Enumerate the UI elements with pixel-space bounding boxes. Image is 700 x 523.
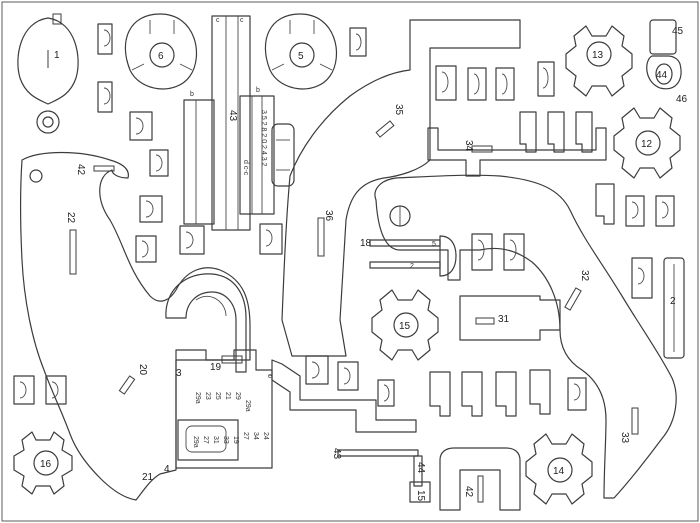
label-20: 20: [137, 364, 148, 376]
part-15: 15: [371, 289, 439, 361]
part-5: 5: [264, 13, 338, 90]
label-2-rail: 2: [410, 263, 414, 270]
label-45: 45: [672, 26, 684, 37]
label-4-left: 4: [164, 464, 170, 475]
label-13: 13: [592, 50, 604, 61]
label-44-bar: 44: [415, 462, 426, 474]
long-strips: b b c c 43 d c-c 3 5 2 8 2 0 2 4 3 2: [183, 15, 275, 231]
stack-m: 27: [202, 436, 209, 444]
stack-g: 27: [242, 432, 249, 440]
label-19: 19: [210, 362, 222, 373]
label-14: 14: [553, 466, 565, 477]
part-18-rails: 18 5 2: [360, 205, 457, 277]
part-34-frame: 34: [427, 127, 607, 177]
label-3: 3: [176, 368, 182, 379]
label-1: 1: [54, 50, 60, 61]
tag-c-2: c: [240, 17, 244, 24]
label-16: 16: [40, 459, 52, 470]
part-1: 1: [17, 13, 79, 134]
small-tabs-mid: [305, 355, 395, 407]
part-14-gear: 14: [525, 433, 593, 505]
label-15: 15: [399, 321, 411, 332]
part-42-u: 42: [439, 447, 521, 511]
label-18: 18: [360, 238, 372, 249]
part-20: 20 21 4: [118, 364, 170, 483]
part-22-body: 22 42: [19, 151, 251, 501]
part-12: 12: [613, 107, 681, 179]
label-43-bar: 43: [331, 448, 342, 460]
stack-f: 29a: [194, 392, 201, 404]
tag-b-1: b: [190, 91, 194, 98]
part-2-strip: 2: [663, 257, 685, 359]
label-32: 32: [579, 270, 590, 282]
stack-j: 31: [212, 436, 219, 444]
stack-vertical-numbers: 3 5 2 8 2 0 2 4 3 2: [260, 110, 267, 167]
stack-d: 25: [214, 392, 221, 400]
label-46: 46: [676, 94, 688, 105]
small-tabs-left: [97, 23, 283, 263]
stack-l: 24: [262, 432, 269, 440]
label-6: 6: [158, 51, 164, 62]
label-31: 31: [498, 314, 510, 325]
label-5-rail: 5: [432, 241, 436, 248]
hook-piece: [165, 273, 247, 373]
tag-c-1: c: [216, 17, 220, 24]
label-12: 12: [641, 139, 653, 150]
part-13: 13: [565, 25, 633, 97]
label-42-left: 42: [75, 164, 86, 176]
label-15-bar: 15: [415, 490, 426, 502]
stack-h: 19: [232, 436, 239, 444]
stack-i: 33: [222, 436, 229, 444]
part-31-block: 31: [459, 295, 561, 341]
ladder-piece: [271, 123, 295, 187]
label-22: 22: [65, 212, 76, 224]
tag-dcc: d c-c: [242, 160, 249, 176]
part-16: 16: [13, 431, 73, 495]
tabs-right-body: [471, 233, 525, 271]
small-tabs-top-center: [349, 27, 367, 57]
c-parts-lower: [429, 369, 587, 417]
part-36-frame: 36 35: [281, 19, 521, 357]
stack-b: 29: [234, 392, 241, 400]
label-2-right: 2: [670, 296, 676, 307]
c-parts-upper-right: [519, 111, 675, 299]
label-34: 34: [463, 140, 474, 152]
small-tabs-bottom-left: [13, 375, 67, 405]
label-35: 35: [393, 104, 404, 116]
label-36: 36: [323, 210, 334, 222]
part-14-key: 45 44 46: [646, 19, 688, 105]
stack-k: 34: [252, 432, 259, 440]
stack-n: 29a: [192, 436, 199, 448]
stack-e: 23: [204, 392, 211, 400]
label-42-bottom: 42: [463, 486, 474, 498]
tabs-top-center-row: [435, 61, 555, 101]
label-33: 33: [619, 432, 630, 444]
label-44: 44: [656, 70, 668, 81]
stack-c: 21: [224, 392, 231, 400]
label-21: 21: [142, 472, 154, 483]
part-19-block: 19 3 29a 29 21 25 23 29a 27 19 33 31 34 …: [175, 349, 273, 469]
label-5: 5: [298, 51, 304, 62]
label-43-strip: 43: [227, 110, 238, 122]
part-6: 6: [124, 13, 198, 90]
tag-e: e: [268, 373, 272, 380]
tag-b-2: b: [256, 87, 260, 94]
part-43-bar: 43 44 15: [331, 448, 431, 503]
part-e-bridge: e: [268, 359, 417, 433]
part-33-body: 32 33: [374, 174, 677, 499]
stack-a: 29a: [244, 400, 251, 412]
